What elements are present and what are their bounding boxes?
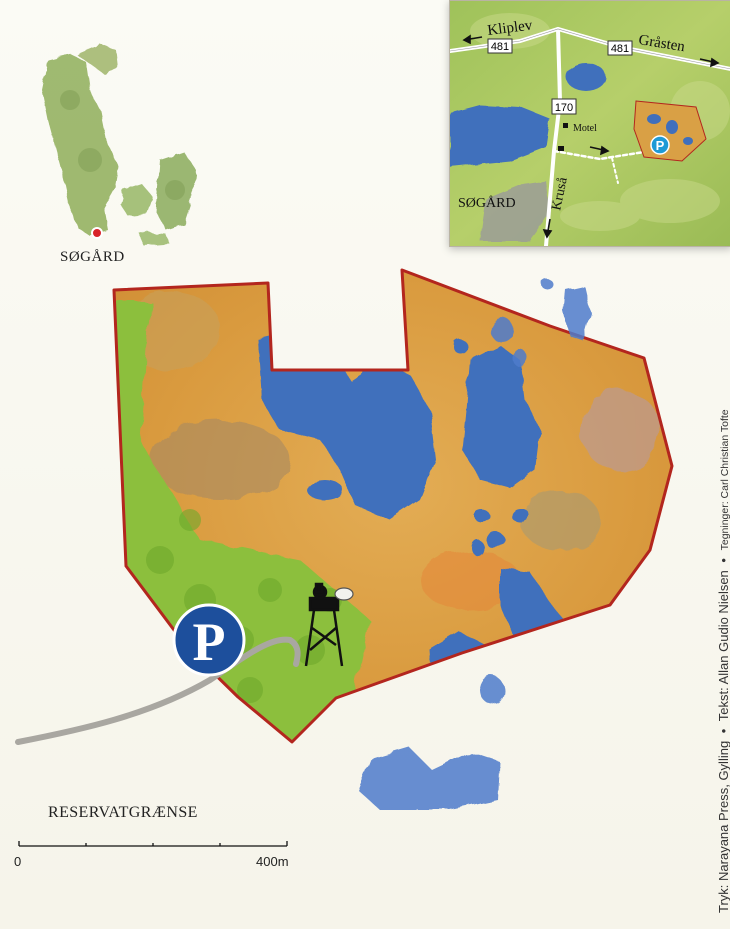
label-graasten: Gråsten (637, 32, 686, 55)
motel-marker (563, 123, 568, 128)
road-shield-481-east: 481 (611, 43, 629, 55)
pond-small-2 (307, 480, 343, 500)
observation-tower-icon (304, 582, 354, 667)
pond-outside-3 (540, 278, 552, 288)
label-kliplev: Kliplev (487, 18, 534, 39)
soegaard-location-marker (91, 227, 103, 239)
credit-separator: • (716, 558, 730, 563)
parking-icon: P (172, 603, 246, 677)
zealand-landmass (156, 152, 196, 230)
credit-text: Tekst: Allan Gudio Nielsen (716, 570, 730, 722)
inset-lake-north (566, 63, 606, 91)
inset-town-area (480, 181, 550, 241)
road-shield-481-west: 481 (491, 41, 509, 53)
credits-text: Tryk: Narayana Press, Gylling • Tekst: A… (716, 409, 730, 913)
inset-parking-letter: P (656, 138, 665, 153)
pond-outside-2 (512, 350, 528, 366)
legend-reserve-boundary-label: RESERVATGRÆNSE (48, 804, 198, 821)
credit-print: Tryk: Narayana Press, Gylling (716, 740, 730, 913)
pond-small-3 (474, 510, 490, 522)
inset-lake-west (450, 105, 550, 167)
lake-north-east (462, 345, 540, 488)
main-reserve-map: P (15, 268, 674, 810)
access-path-branch (611, 157, 619, 184)
scale-bar (18, 841, 288, 847)
lake-north-west (258, 330, 436, 520)
lake-outside-south (358, 748, 500, 810)
label-krusaa: Kruså (549, 175, 571, 212)
funen-landmass (120, 184, 152, 216)
svg-text:P: P (193, 612, 226, 672)
junction-marker (558, 146, 564, 151)
lolland-landmass (138, 232, 170, 246)
scale-max-label: 400m (256, 854, 289, 869)
pond-small-4 (511, 508, 529, 522)
scale-min-label: 0 (14, 854, 22, 869)
pond-small-6 (472, 540, 484, 556)
credit-separator: • (716, 728, 730, 734)
inset-parking-icon (650, 135, 670, 155)
lake-outside-north (564, 286, 590, 340)
pond-small-1 (453, 339, 467, 353)
reserve-boundary (112, 268, 674, 744)
road-170 (544, 27, 563, 246)
road-shield-170: 170 (555, 102, 573, 114)
pond-outside-4 (480, 676, 504, 704)
pond-outside-1 (490, 318, 514, 342)
jutland-landmass (42, 54, 118, 236)
label-motel: Motel (573, 123, 597, 134)
credit-drawings: Tegninger: Carl Christian Tofte (719, 409, 730, 551)
vendsyssel-landmass (76, 44, 118, 74)
label-soegaard-town: SØGÅRD (458, 195, 516, 211)
pond-small-5 (486, 531, 504, 549)
denmark-overview-map (42, 44, 196, 246)
denmark-marker-label: SØGÅRD (60, 249, 125, 265)
inset-locator-map: 481 481 170 Kliplev Gråsten Kruså Motel … (449, 0, 730, 247)
